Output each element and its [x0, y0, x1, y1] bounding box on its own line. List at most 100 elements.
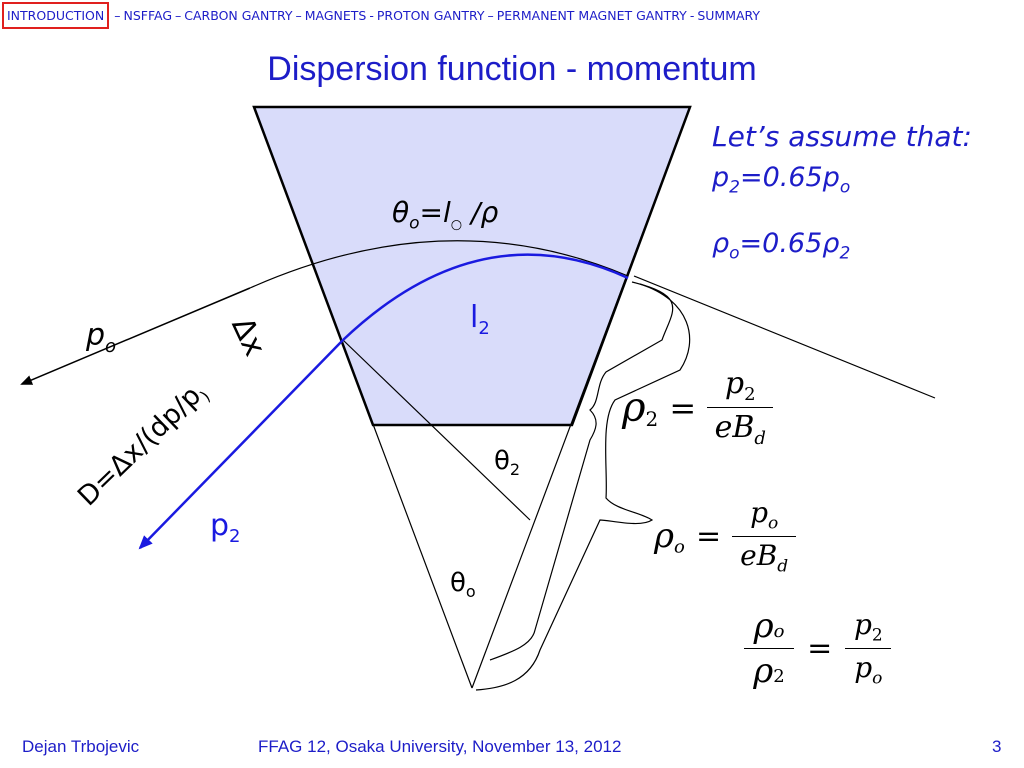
eq1-fraction: p2 eBd: [707, 366, 774, 449]
reference-orbit-arc: [249, 240, 629, 289]
eq1-lhs: ρ: [622, 384, 646, 431]
eq3-right-fraction: p2 po: [845, 608, 892, 689]
assumption-radius: ρo=0.65ρ2: [712, 228, 850, 263]
radial-line-right: [471, 106, 691, 689]
theta-o-label: θo: [450, 568, 476, 601]
eq2-num-var: p: [750, 496, 769, 529]
nav-separator: –: [295, 8, 302, 23]
eq3-left-numerator: ρo: [744, 606, 794, 646]
nav-bar: INTRODUCTION–NSFFAG–CARBON GANTRY–MAGNET…: [2, 2, 1022, 30]
bend-angle-l-sub: ○: [450, 217, 463, 233]
bend-angle-tail: /ρ: [462, 196, 499, 229]
eq3-rden-var: p: [854, 651, 873, 684]
eq1-num-sub: 2: [744, 384, 756, 405]
p2-var: p: [210, 508, 230, 543]
eq3-equals: =: [807, 631, 833, 666]
p-o-entry-line: [633, 275, 936, 399]
assumption-radius-rest: =0.65ρ: [739, 228, 840, 259]
nav-item-carbon-gantry[interactable]: CARBON GANTRY: [184, 8, 293, 23]
arc-length-l2-var: l: [470, 300, 479, 335]
assumption-momentum-var: p: [712, 162, 730, 193]
rho2-brace: [489, 281, 674, 661]
eq3-rnum-var: p: [853, 608, 872, 642]
slide-title: Dispersion function - momentum: [267, 50, 757, 88]
eq2-fraction-bar: [732, 535, 797, 537]
eq3-lden-var: ρ: [753, 651, 774, 691]
eq1-denominator: eBd: [707, 410, 773, 449]
eq3-rden-sub: o: [872, 668, 883, 689]
radial-line-left: [253, 106, 473, 689]
theta-o-sub: o: [465, 582, 476, 602]
footer-author: Dejan Trbojevic: [22, 737, 140, 756]
footer-event: FFAG 12, Osaka University, November 13, …: [258, 737, 622, 756]
theta2-construction-line: [342, 339, 531, 521]
eq2-fraction: po eBd: [732, 496, 797, 577]
nav-separator: –: [487, 8, 494, 23]
nav-item-summary[interactable]: SUMMARY: [697, 8, 761, 23]
eq3-lnum-var: ρ: [753, 606, 774, 646]
nav-item-proton-gantry[interactable]: PROTON GANTRY: [376, 8, 485, 23]
eq3-right-numerator: p2: [845, 608, 891, 646]
bend-angle-eq-l: =l: [419, 196, 451, 229]
p2-label: p2: [210, 508, 241, 547]
p-o-exit-line: [20, 287, 251, 385]
eq1-den-sub: d: [754, 428, 766, 449]
p2-exit-line: [138, 339, 344, 550]
eq3-left-denominator: ρ2: [744, 651, 794, 691]
nav-separator: –: [175, 8, 182, 23]
equation-ratio: ρo ρ2 = p2 po: [744, 606, 892, 691]
eq2-den-var: eB: [740, 538, 778, 572]
eq3-right-denominator: po: [845, 651, 891, 689]
theta2-label: θ2: [494, 446, 520, 479]
p-o-label: po: [86, 318, 116, 357]
nav-item-nsffag[interactable]: NSFFAG: [123, 8, 173, 23]
assumption-radius-sub2: 2: [839, 243, 851, 264]
eq2-equals: =: [695, 518, 722, 554]
bend-angle-theta-sub: o: [409, 213, 420, 234]
nav-item-magnets[interactable]: MAGNETS: [304, 8, 367, 23]
assumption-radius-sub: o: [729, 243, 740, 264]
nav-item-permanent-magnet-gantry[interactable]: PERMANENT MAGNET GANTRY: [496, 8, 687, 23]
equation-rho2: ρ2 = p2 eBd: [622, 366, 774, 449]
assumption-heading: Let’s assume that:: [712, 120, 972, 153]
arc-length-l2-sub: 2: [478, 318, 490, 339]
eq1-num-var: p: [724, 366, 745, 401]
theta2-var: θ: [494, 446, 510, 476]
bend-angle-theta: θ: [392, 196, 410, 229]
nav-item-introduction[interactable]: INTRODUCTION: [2, 2, 110, 29]
eq1-fraction-bar: [707, 407, 774, 408]
eq3-rnum-sub: 2: [871, 626, 883, 646]
bend-angle-formula: θo=l○ /ρ: [392, 196, 498, 234]
eq3-right-bar: [845, 648, 892, 649]
theta-o-var: θ: [450, 568, 466, 598]
eq1-equals: =: [669, 388, 697, 427]
assumption-radius-var: ρ: [712, 228, 730, 259]
equation-rho-o: ρo = po eBd: [654, 496, 797, 577]
eq2-lhs-sub: o: [674, 536, 685, 558]
eq3-left-fraction: ρo ρ2: [744, 606, 794, 691]
eq2-num-sub: o: [768, 513, 779, 534]
p2-sub: 2: [229, 526, 241, 547]
eq3-lnum-sub: o: [773, 621, 785, 642]
assumption-momentum: p2=0.65po: [712, 162, 850, 197]
eq2-den-sub: d: [777, 556, 789, 577]
eq3-lden-sub: 2: [773, 666, 785, 687]
eq3-left-bar: [744, 648, 794, 649]
p-o-sub: o: [105, 336, 117, 357]
footer-page-number: 3: [992, 737, 1002, 756]
arc-length-l2: l2: [470, 300, 490, 339]
eq1-lhs-sub: 2: [645, 407, 659, 431]
eq2-lhs: ρ: [654, 516, 674, 557]
nav-separator: -: [369, 8, 374, 23]
eq1-numerator: p2: [707, 366, 773, 405]
p2-trajectory-arc: [342, 253, 629, 341]
assumption-momentum-rest: =0.65p: [739, 162, 840, 193]
assumption-momentum-sub: 2: [729, 177, 740, 198]
nav-separator: -: [689, 8, 695, 23]
theta2-sub: 2: [509, 460, 521, 480]
eq1-den-var: eB: [714, 410, 755, 445]
p-o-var: p: [86, 318, 106, 353]
eq2-denominator: eBd: [732, 539, 796, 577]
assumption-momentum-sub2: o: [839, 177, 851, 198]
